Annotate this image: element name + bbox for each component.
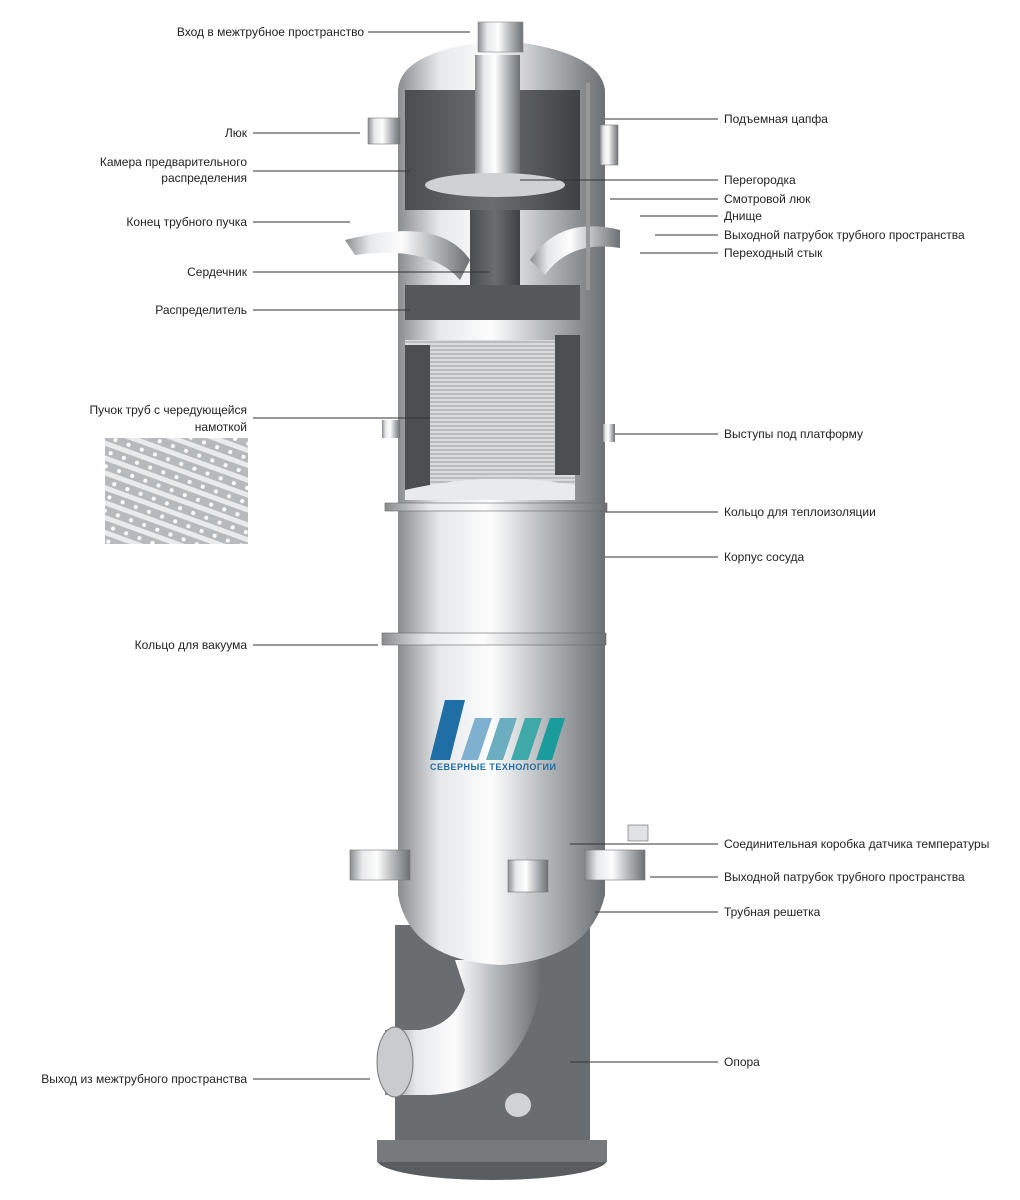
label-head: Днище <box>724 209 762 223</box>
label-predistribution-chamber-2: распределения <box>161 171 247 185</box>
vacuum-ring-shape <box>381 632 607 646</box>
label-shell-outlet: Выход из межтрубного пространства <box>41 1072 247 1086</box>
label-predistribution-chamber-1: Камера предварительного <box>99 155 247 169</box>
label-tube-bundle-1: Пучок труб с чередующейся <box>89 403 247 417</box>
company-logo <box>430 700 565 760</box>
label-vessel-body: Корпус сосуда <box>724 550 805 564</box>
label-baffle: Перегородка <box>724 173 796 187</box>
label-tube-sheet: Трубная решетка <box>724 905 821 919</box>
label-core: Сердечник <box>187 265 247 279</box>
label-manhole: Люк <box>224 126 247 140</box>
label-lifting-trunnion: Подъемная цапфа <box>724 112 828 126</box>
label-platform-lugs: Выступы под платформу <box>724 427 863 441</box>
logo-text: СЕВЕРНЫЕ ТЕХНОЛОГИИ <box>430 762 557 772</box>
outlet-elbow <box>385 960 540 1095</box>
tube-weave-inset <box>105 438 248 544</box>
label-inspection-hatch: Смотровой люк <box>724 192 811 206</box>
label-tube-outlet-bottom: Выходной патрубок трубного пространства <box>724 870 965 884</box>
label-support: Опора <box>724 1055 760 1069</box>
label-distributor: Распределитель <box>155 303 247 317</box>
label-temp-sensor-box: Соединительная коробка датчика температу… <box>724 837 990 851</box>
label-tube-outlet-top: Выходной патрубок трубного пространства <box>724 228 965 242</box>
label-tube-bundle-2: намоткой <box>194 420 247 434</box>
vessel-body-lower <box>398 490 605 895</box>
label-tube-bundle-end: Конец трубного пучка <box>126 215 247 229</box>
tube-bundle-shape <box>405 340 575 490</box>
label-vacuum-ring: Кольцо для вакуума <box>134 638 247 652</box>
label-transition-joint: Переходный стык <box>724 246 823 260</box>
label-shell-inlet: Вход в межтрубное пространство <box>176 25 364 39</box>
label-insulation-ring: Кольцо для теплоизоляции <box>724 505 876 519</box>
insulation-ring-shape <box>384 502 608 512</box>
